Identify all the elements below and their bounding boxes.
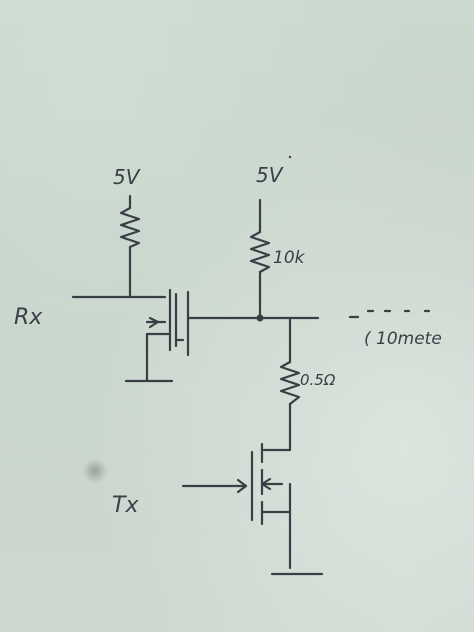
gate-connection [186, 290, 320, 357]
ink-smudge [82, 458, 108, 484]
left-resistor [119, 206, 141, 249]
bus-extension [348, 309, 431, 319]
left-pullup-branch [119, 194, 141, 299]
bus-length-note: ( 10mete [364, 329, 442, 349]
supply-left-label: 5V [113, 165, 141, 189]
supply-right-label: 5V [256, 163, 284, 187]
tx-label: Tx [112, 493, 139, 518]
right-pullup-branch [249, 198, 271, 320]
tx-input [181, 478, 248, 494]
series-value-label: 0.5Ω [300, 371, 336, 389]
rx-label: Rx [14, 305, 43, 330]
rx-transistor [124, 288, 185, 383]
series-branch [262, 316, 301, 452]
pullup-value-label: 10k [273, 248, 306, 268]
pullup-resistor [249, 230, 271, 274]
tx-transistor [250, 442, 324, 576]
series-resistor [279, 360, 301, 406]
stray-mark [288, 155, 292, 159]
